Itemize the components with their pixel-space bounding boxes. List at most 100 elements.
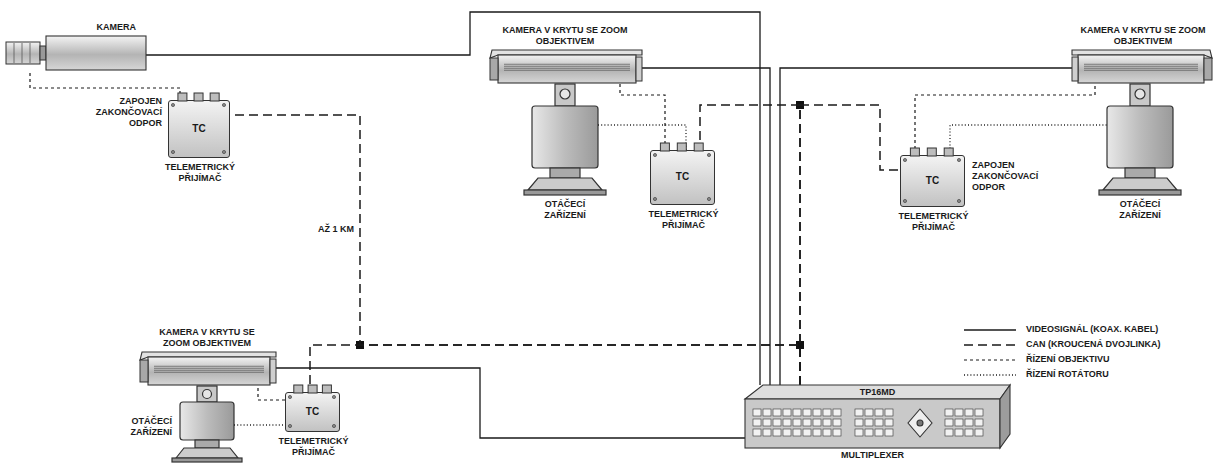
mux-key bbox=[803, 429, 811, 436]
rotator-control-wires bbox=[234, 125, 1107, 425]
terminal-strip bbox=[285, 384, 340, 393]
multiplexer-drawing bbox=[745, 385, 1010, 448]
mux-key bbox=[813, 429, 821, 436]
model-name: TP16MD bbox=[745, 385, 1010, 398]
pan-tilt-rotator bbox=[524, 84, 606, 195]
mux-front-face bbox=[745, 399, 1000, 448]
cable bbox=[310, 345, 800, 392]
legend-sample bbox=[962, 370, 1018, 380]
annotation-label: ZAPOJEN ZAKONČOVACÍ ODPOR bbox=[972, 160, 1048, 193]
mux-key bbox=[975, 429, 983, 436]
cable-gland bbox=[677, 143, 686, 151]
legend-sample bbox=[962, 325, 1018, 335]
mux-key bbox=[955, 429, 963, 436]
screw bbox=[222, 150, 225, 153]
mux-key bbox=[793, 429, 801, 436]
cable-gland bbox=[322, 385, 331, 393]
device-caption: TELEMETRICKÝ PŘIJÍMAČ bbox=[147, 162, 253, 184]
cable bbox=[800, 105, 900, 385]
rotator-wire bbox=[950, 125, 1107, 155]
mux-key bbox=[965, 419, 973, 426]
mux-joystick bbox=[908, 409, 932, 437]
rotator-yoke bbox=[1130, 84, 1150, 106]
cable-gland bbox=[210, 93, 219, 101]
mux-key bbox=[773, 409, 781, 416]
housing-groove bbox=[154, 372, 264, 373]
mux-key bbox=[875, 409, 883, 416]
legend-row: VIDEOSIGNÁL (KOAX. KABEL) bbox=[962, 322, 1161, 337]
legend: VIDEOSIGNÁL (KOAX. KABEL) CAN (KROUCENÁ D… bbox=[962, 322, 1161, 382]
housing-body bbox=[498, 55, 636, 83]
rotator-wire bbox=[598, 125, 686, 150]
cable-gland bbox=[308, 385, 317, 393]
housing-groove bbox=[504, 68, 630, 69]
mux-key bbox=[793, 409, 801, 416]
device-caption: MULTIPLEXER bbox=[745, 450, 1000, 461]
terminal-strip bbox=[650, 142, 715, 151]
annotation-label: OTÁČECÍ ZAŘÍZENÍ bbox=[525, 199, 605, 221]
telemetry-receiver-box: TCTELEMETRICKÝ PŘIJÍMAČ bbox=[168, 100, 230, 158]
pan-tilt-rotator bbox=[172, 386, 242, 462]
mux-key bbox=[955, 409, 963, 416]
housing-groove bbox=[154, 366, 264, 367]
cable bbox=[30, 70, 180, 100]
mux-key bbox=[945, 419, 953, 426]
mux-key bbox=[945, 409, 953, 416]
mux-key bbox=[955, 419, 963, 426]
camera-shape bbox=[1072, 50, 1214, 84]
camera-label: KAMERA bbox=[16, 22, 136, 33]
housing-rear-cap bbox=[636, 57, 642, 81]
bus-junctions bbox=[356, 101, 804, 349]
telemetry-receiver-box: TCTELEMETRICKÝ PŘIJÍMAČ bbox=[650, 150, 715, 205]
mux-key bbox=[823, 419, 831, 426]
mux-key bbox=[773, 429, 781, 436]
cable-gland bbox=[660, 143, 669, 151]
cable bbox=[258, 386, 285, 400]
zoom-camera: KAMERA V KRYTU SE ZOOM OBJEKTIVEM bbox=[138, 327, 276, 386]
camera-label-block: KAMERA V KRYTU SE ZOOM OBJEKTIVEM bbox=[1072, 25, 1214, 47]
camera-neck bbox=[40, 46, 46, 60]
rotator-neck bbox=[550, 168, 580, 178]
housing-body bbox=[1078, 55, 1204, 83]
rotator-foot bbox=[172, 458, 242, 462]
mux-key bbox=[975, 419, 983, 426]
mux-key bbox=[813, 409, 821, 416]
legend-row: ŘÍZENÍ OBJEKTIVU bbox=[962, 352, 1161, 367]
mux-key bbox=[855, 409, 863, 416]
mux-joystick-center bbox=[917, 420, 923, 426]
screw bbox=[288, 395, 291, 398]
zoom-camera: KAMERA V KRYTU SE ZOOM OBJEKTIVEM bbox=[488, 25, 642, 84]
legend-line-sample bbox=[964, 374, 1016, 375]
cable bbox=[620, 84, 665, 150]
mux-key bbox=[753, 409, 761, 416]
rotator-body bbox=[180, 402, 234, 440]
rotator-neck bbox=[1125, 168, 1155, 178]
camera-label-block: KAMERA V KRYTU SE ZOOM OBJEKTIVEM bbox=[138, 327, 276, 349]
mux-key bbox=[885, 419, 893, 426]
device-caption: TELEMETRICKÝ PŘIJÍMAČ bbox=[879, 211, 988, 233]
mux-key bbox=[833, 419, 841, 426]
housing-groove bbox=[154, 368, 264, 369]
mux-key bbox=[773, 419, 781, 426]
legend-text: ŘÍZENÍ OBJEKTIVU bbox=[1026, 354, 1110, 365]
mux-key bbox=[965, 429, 973, 436]
housing-front bbox=[140, 360, 148, 382]
mux-key bbox=[875, 429, 883, 436]
housing-groove bbox=[1084, 68, 1198, 69]
mux-key bbox=[783, 409, 791, 416]
rotator-pivot bbox=[1135, 89, 1145, 99]
mux-key bbox=[803, 419, 811, 426]
housing-rear-cap bbox=[1072, 57, 1078, 81]
annotation-label: ZAPOJEN ZAKONČOVACÍ ODPOR bbox=[86, 96, 162, 129]
legend-text: ŘÍZENÍ ROTÁTORU bbox=[1026, 369, 1109, 380]
rotator-body bbox=[532, 106, 598, 168]
box-title: TC bbox=[901, 156, 964, 205]
annotation-label: OTÁČECÍ ZAŘÍZENÍ bbox=[1100, 199, 1180, 221]
screw bbox=[903, 199, 906, 202]
rotator-pivot bbox=[203, 390, 212, 399]
box-title: TC bbox=[651, 151, 714, 203]
cable bbox=[780, 68, 1072, 385]
mux-key bbox=[865, 419, 873, 426]
legend-text: CAN (KROUCENÁ DVOJLINKA) bbox=[1026, 339, 1161, 350]
rotator-yoke bbox=[555, 84, 575, 106]
